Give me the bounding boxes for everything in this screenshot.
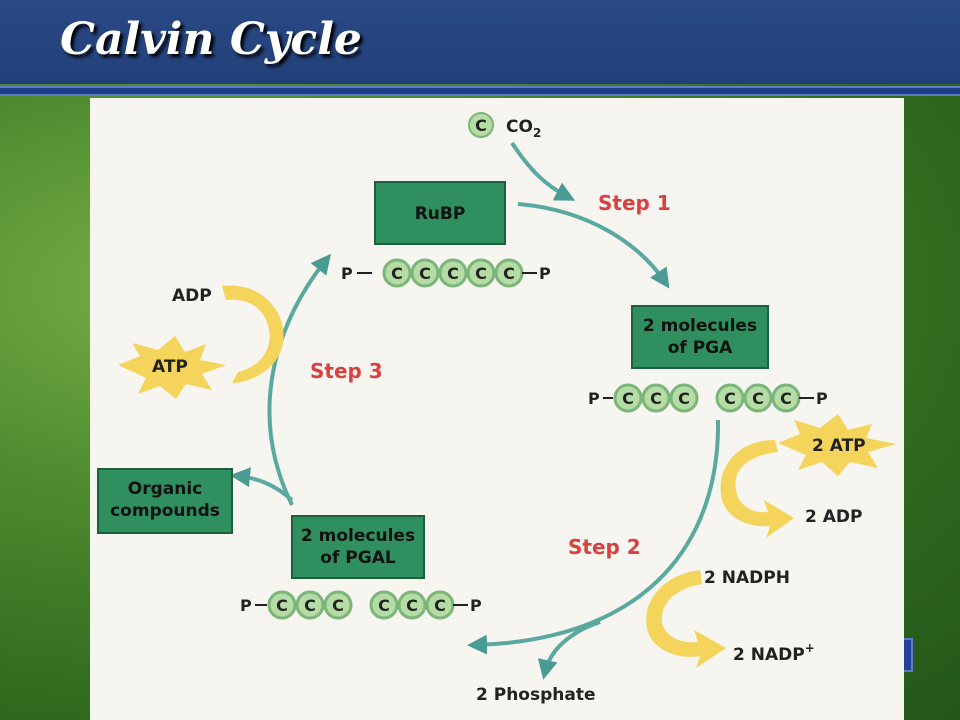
co2-label: CO2 — [506, 117, 541, 140]
co2-arrow — [510, 141, 576, 201]
right-upper-energy-arrow — [720, 440, 794, 538]
svg-text:C: C — [780, 389, 792, 408]
atp-right-burst — [778, 414, 896, 476]
svg-text:P: P — [341, 264, 353, 283]
organic-compounds-box: Organic compounds — [97, 468, 233, 534]
svg-text:P: P — [816, 389, 828, 408]
adp-right-label: 2 ADP — [805, 507, 862, 527]
co2-molecule: C CO2 — [468, 112, 541, 140]
svg-text:C: C — [378, 596, 390, 615]
svg-text:P: P — [240, 596, 252, 615]
phosphate-label: 2 Phosphate — [476, 685, 596, 705]
step1-label: Step 1 — [598, 191, 671, 215]
rubp-box: RuBP — [374, 181, 506, 245]
co2-carbon-label: C — [475, 116, 487, 135]
svg-text:P: P — [470, 596, 482, 615]
svg-text:C: C — [447, 264, 459, 283]
svg-text:compounds: compounds — [110, 501, 220, 521]
step1-arrow — [517, 202, 670, 289]
svg-text:of PGAL: of PGAL — [320, 548, 396, 568]
svg-text:Organic: Organic — [128, 479, 202, 499]
pga-chain: P C C C C C C P — [588, 383, 828, 413]
svg-text:of PGA: of PGA — [668, 338, 733, 358]
step3-arrow — [267, 253, 331, 506]
svg-text:C: C — [304, 596, 316, 615]
right-lower-energy-arrow — [646, 570, 726, 668]
step2-label: Step 2 — [568, 535, 641, 559]
svg-text:C: C — [650, 389, 662, 408]
pgal-chain: P C C C C C C P — [240, 590, 482, 620]
pgal-box: 2 molecules of PGAL — [291, 515, 425, 579]
svg-text:C: C — [678, 389, 690, 408]
step3-label: Step 3 — [310, 359, 383, 383]
svg-text:C: C — [419, 264, 431, 283]
rubp-chain: P C C C C C P — [341, 258, 551, 288]
svg-text:C: C — [434, 596, 446, 615]
phosphate-arrow — [537, 620, 601, 680]
svg-text:C: C — [752, 389, 764, 408]
nadp-label: 2 NADP+ — [733, 641, 815, 665]
organic-arrow — [230, 467, 294, 502]
svg-text:C: C — [724, 389, 736, 408]
svg-text:C: C — [332, 596, 344, 615]
atp-left-burst — [118, 336, 226, 399]
slide-title: Calvin Cycle — [60, 14, 362, 65]
svg-text:C: C — [503, 264, 515, 283]
svg-text:P: P — [539, 264, 551, 283]
atp-right-label: 2 ATP — [812, 436, 866, 456]
svg-text:C: C — [406, 596, 418, 615]
svg-text:P: P — [588, 389, 600, 408]
svg-text:C: C — [622, 389, 634, 408]
svg-text:C: C — [391, 264, 403, 283]
svg-text:C: C — [276, 596, 288, 615]
svg-text:C: C — [475, 264, 487, 283]
svg-text:2 molecules: 2 molecules — [301, 526, 415, 546]
title-bar-rule — [0, 86, 960, 96]
svg-text:2 molecules: 2 molecules — [643, 316, 757, 336]
left-energy-arrow — [222, 285, 284, 383]
svg-text:RuBP: RuBP — [415, 204, 466, 224]
adp-left-label: ADP — [172, 286, 212, 306]
pga-box: 2 molecules of PGA — [631, 305, 769, 369]
title-bar — [0, 0, 960, 84]
step2-arrow — [467, 419, 721, 655]
nadph-label: 2 NADPH — [704, 568, 790, 588]
atp-left-label: ATP — [152, 357, 188, 377]
